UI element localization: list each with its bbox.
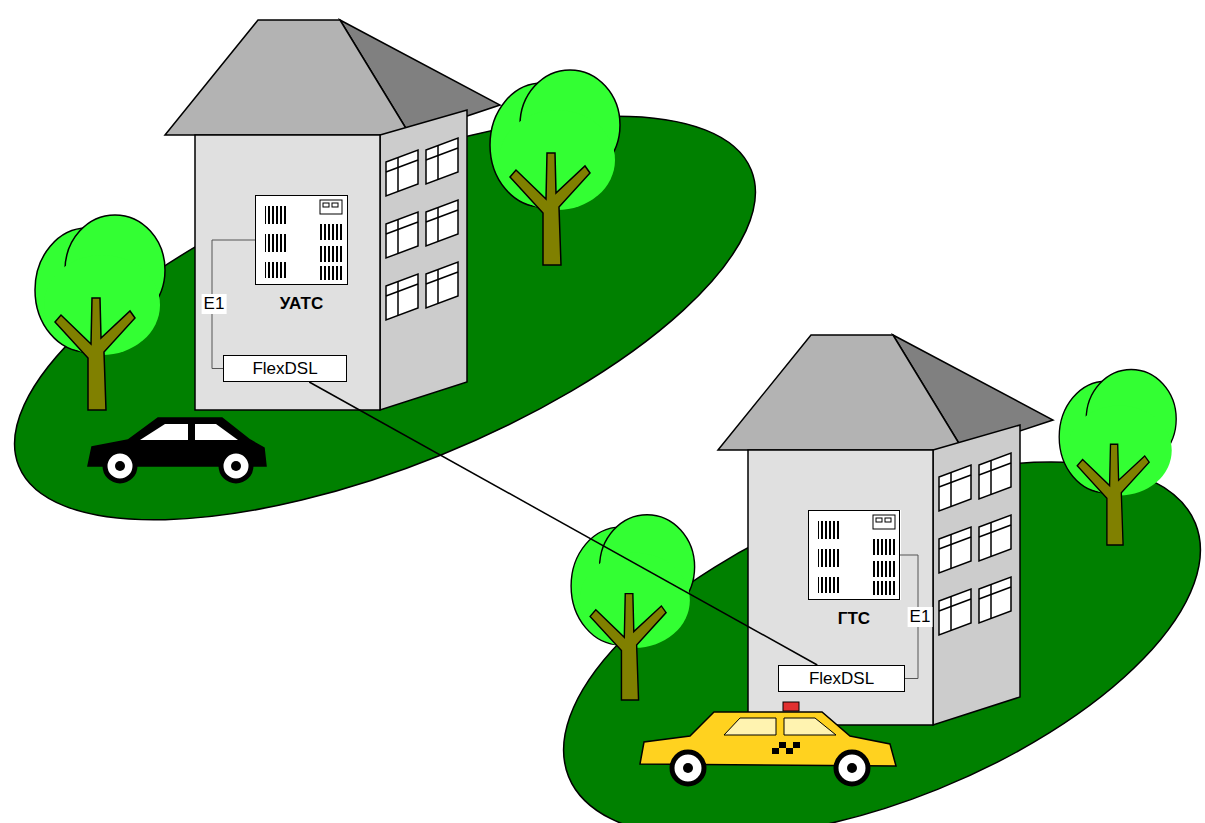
taxi-checker bbox=[793, 748, 800, 754]
exchange-label: ГТС bbox=[779, 609, 929, 629]
taxi-window bbox=[724, 718, 776, 735]
taxi-checker bbox=[786, 742, 793, 748]
car bbox=[88, 418, 266, 481]
modem-label: FlexDSL bbox=[252, 359, 317, 379]
link-line bbox=[309, 382, 817, 665]
taxi-wheel bbox=[847, 763, 857, 773]
exchange-cabinet: ГТС bbox=[808, 510, 900, 600]
taxi-window bbox=[784, 718, 836, 735]
car-wheel bbox=[115, 461, 125, 471]
signal-name: E1 bbox=[908, 607, 933, 627]
link-line bbox=[309, 382, 817, 665]
modem-label: FlexDSL bbox=[809, 669, 874, 689]
modem-box: FlexDSL bbox=[223, 355, 347, 382]
exchange-label: УАТС bbox=[226, 294, 377, 314]
taxi-checker bbox=[772, 742, 800, 754]
taxi-light bbox=[783, 702, 799, 711]
car-wheel bbox=[231, 461, 241, 471]
car-window bbox=[195, 424, 238, 440]
taxi bbox=[640, 702, 896, 784]
taxi-wheel bbox=[672, 752, 704, 784]
taxi-checker bbox=[772, 742, 779, 748]
taxi-wheel bbox=[683, 763, 693, 773]
taxi-wheel bbox=[836, 752, 868, 784]
car-wheel bbox=[105, 451, 135, 481]
exchange-cabinet: УАТС bbox=[255, 195, 348, 285]
signal-name: E1 bbox=[202, 294, 227, 314]
car-window bbox=[140, 424, 188, 440]
modem-box: FlexDSL bbox=[778, 665, 905, 692]
taxi-checker bbox=[779, 748, 786, 754]
car-wheel bbox=[221, 451, 251, 481]
